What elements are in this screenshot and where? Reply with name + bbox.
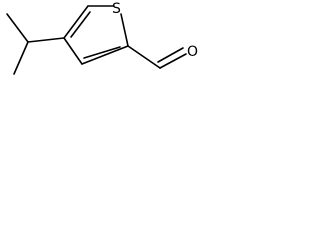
bond-carbonyl-oxygen-double — [157, 47, 184, 63]
bond-methyl-lower — [13, 41, 29, 75]
bond-c3-c4 — [63, 37, 83, 65]
sulfur-atom-label: S — [112, 1, 121, 17]
bond-c4-c5-double — [70, 11, 91, 38]
bond-c2-c3-double — [83, 46, 121, 59]
bond-carbonyl-oxygen — [159, 53, 187, 69]
oxygen-atom-label: O — [187, 44, 198, 60]
bond-ring-carbonyl — [127, 45, 161, 69]
bond-methyl-upper — [6, 13, 29, 43]
bond-s1-c2 — [120, 13, 129, 47]
bond-c2-c3 — [81, 45, 129, 65]
bond-isopropyl-ring — [27, 37, 65, 43]
bond-c4-c5 — [63, 5, 89, 39]
chemical-structure: S O — [6, 1, 198, 75]
